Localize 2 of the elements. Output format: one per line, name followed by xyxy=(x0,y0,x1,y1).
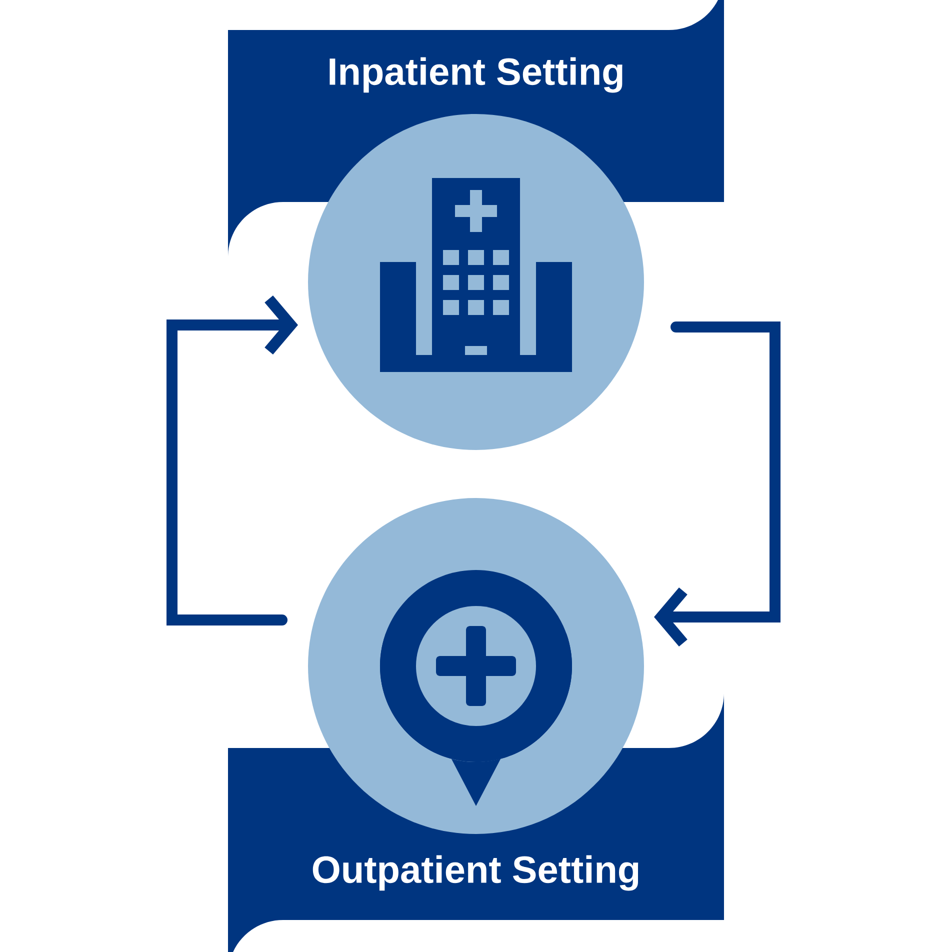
arrow xyxy=(654,322,780,647)
arrow xyxy=(166,295,298,626)
